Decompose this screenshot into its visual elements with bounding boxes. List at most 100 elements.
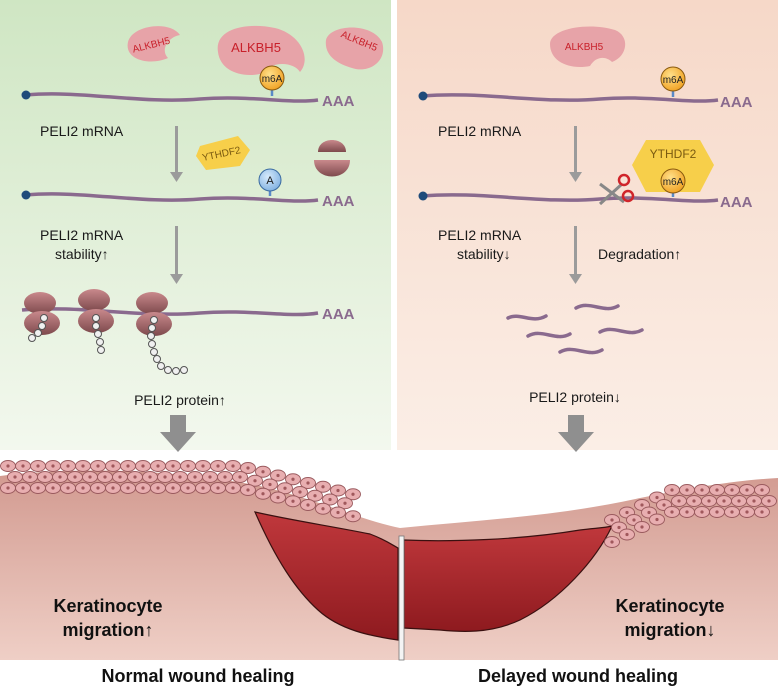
cell-nucleus bbox=[730, 488, 734, 492]
m6a-label: m6A bbox=[663, 75, 684, 86]
cell-nucleus bbox=[625, 510, 629, 515]
cell-nucleus bbox=[685, 510, 689, 514]
migration-label-left-line1: Keratinocyte bbox=[53, 596, 162, 616]
cell-nucleus bbox=[662, 503, 666, 507]
cell-nucleus bbox=[298, 490, 302, 494]
cell-nucleus bbox=[670, 488, 674, 492]
alkbh5-enzyme-3: ALKBH5 bbox=[325, 27, 384, 70]
cell-nucleus bbox=[238, 475, 242, 479]
cell-nucleus bbox=[231, 464, 235, 468]
cell-nucleus bbox=[283, 486, 287, 490]
ythdf2-shape: YTHDF2 bbox=[196, 136, 250, 170]
m6a-mark-right-1: m6A bbox=[660, 66, 686, 97]
alkbh5-enzyme-right: ALKBH5 bbox=[550, 26, 626, 68]
cell-nucleus bbox=[21, 486, 25, 490]
cell-nucleus bbox=[156, 464, 160, 468]
cell-nucleus bbox=[767, 499, 771, 503]
cell-nucleus bbox=[216, 486, 220, 490]
cap-icon bbox=[21, 190, 31, 200]
mrna-strand-2: AAA bbox=[21, 190, 355, 210]
peptide-chain-3 bbox=[147, 316, 188, 375]
cell-nucleus bbox=[700, 488, 704, 492]
cell-nucleus bbox=[685, 488, 689, 492]
cell-nucleus bbox=[21, 464, 25, 468]
cell-nucleus bbox=[261, 492, 265, 496]
cell-nucleus bbox=[231, 486, 235, 490]
cell-nucleus bbox=[6, 464, 10, 468]
cell-nucleus bbox=[178, 475, 182, 479]
polya-tail: AAA bbox=[322, 93, 355, 110]
a-label: A bbox=[266, 175, 274, 187]
cell-nucleus bbox=[118, 475, 122, 479]
cell-nucleus bbox=[163, 475, 167, 479]
center-divider bbox=[398, 535, 405, 661]
tissue-cross-section bbox=[0, 470, 778, 661]
cell-nucleus bbox=[81, 464, 85, 468]
cell-nucleus bbox=[745, 488, 749, 492]
m6a-mark-right-2: m6A bbox=[660, 168, 686, 197]
cell-nucleus bbox=[66, 486, 70, 490]
cell-nucleus bbox=[276, 473, 280, 478]
cell-nucleus bbox=[610, 518, 614, 522]
cell-nucleus bbox=[647, 510, 651, 515]
arrow-down-icon bbox=[170, 126, 183, 182]
cell-nucleus bbox=[141, 486, 145, 490]
cell-nucleus bbox=[96, 464, 100, 468]
cell-nucleus bbox=[640, 525, 644, 529]
cell-nucleus bbox=[148, 475, 152, 479]
cell-nucleus bbox=[73, 475, 77, 479]
cell-nucleus bbox=[216, 464, 220, 468]
peptide-chain-1 bbox=[28, 314, 48, 342]
left-panel-background bbox=[0, 0, 391, 450]
cell-nucleus bbox=[268, 482, 272, 487]
cell-nucleus bbox=[171, 486, 175, 490]
cell-nucleus bbox=[700, 510, 704, 514]
cell-nucleus bbox=[201, 464, 205, 468]
cell-nucleus bbox=[640, 503, 644, 507]
cell-nucleus bbox=[51, 486, 55, 490]
arrow-down-icon bbox=[170, 226, 183, 284]
cell-nucleus bbox=[246, 488, 250, 492]
big-arrow-down-icon bbox=[558, 415, 594, 452]
stability-label-right-line2: stability↓ bbox=[457, 246, 511, 262]
cell-nucleus bbox=[610, 540, 614, 544]
ythdf2-shape-right: YTHDF2 bbox=[632, 140, 714, 192]
cell-nucleus bbox=[752, 499, 756, 503]
cell-nucleus bbox=[328, 497, 332, 502]
cell-nucleus bbox=[625, 532, 629, 537]
polya-tail: AAA bbox=[322, 193, 355, 210]
arrow-down-icon bbox=[569, 126, 582, 182]
cell-nucleus bbox=[126, 464, 130, 468]
mrna-fragments bbox=[506, 303, 644, 355]
cell-nucleus bbox=[96, 486, 100, 490]
alkbh5-enzyme-1: ALKBH5 bbox=[127, 26, 180, 62]
keratinocyte-layer-right bbox=[604, 484, 777, 548]
migration-label-right-line2: migration↓ bbox=[624, 620, 715, 640]
cell-nucleus bbox=[193, 475, 197, 479]
cell-nucleus bbox=[171, 464, 175, 468]
enzyme-label-right: ALKBH5 bbox=[565, 42, 604, 53]
cell-nucleus bbox=[313, 494, 317, 498]
mrna-strand-3: AAA bbox=[21, 306, 355, 323]
cell-nucleus bbox=[677, 499, 681, 503]
cell-nucleus bbox=[261, 470, 265, 474]
cell-nucleus bbox=[81, 486, 85, 490]
m6a-label: m6A bbox=[663, 177, 684, 188]
enzyme-label-2: ALKBH5 bbox=[231, 40, 281, 55]
cell-nucleus bbox=[336, 510, 340, 515]
cell-nucleus bbox=[351, 492, 355, 496]
cell-nucleus bbox=[321, 485, 325, 489]
cell-nucleus bbox=[321, 507, 325, 511]
migration-label-left-line2: migration↑ bbox=[62, 620, 153, 640]
cap-icon bbox=[21, 90, 31, 100]
cell-nucleus bbox=[186, 464, 190, 468]
keratinocyte-layer-left bbox=[0, 460, 361, 523]
cell-nucleus bbox=[306, 481, 310, 485]
mrna-strand-right-1: AAA bbox=[418, 91, 753, 111]
ythdf2-label-right: YTHDF2 bbox=[650, 147, 697, 161]
mrna-strand-right-2: AAA bbox=[418, 191, 753, 211]
cell-nucleus bbox=[760, 510, 764, 514]
right-panel-background bbox=[397, 0, 778, 450]
cell-nucleus bbox=[655, 517, 659, 522]
